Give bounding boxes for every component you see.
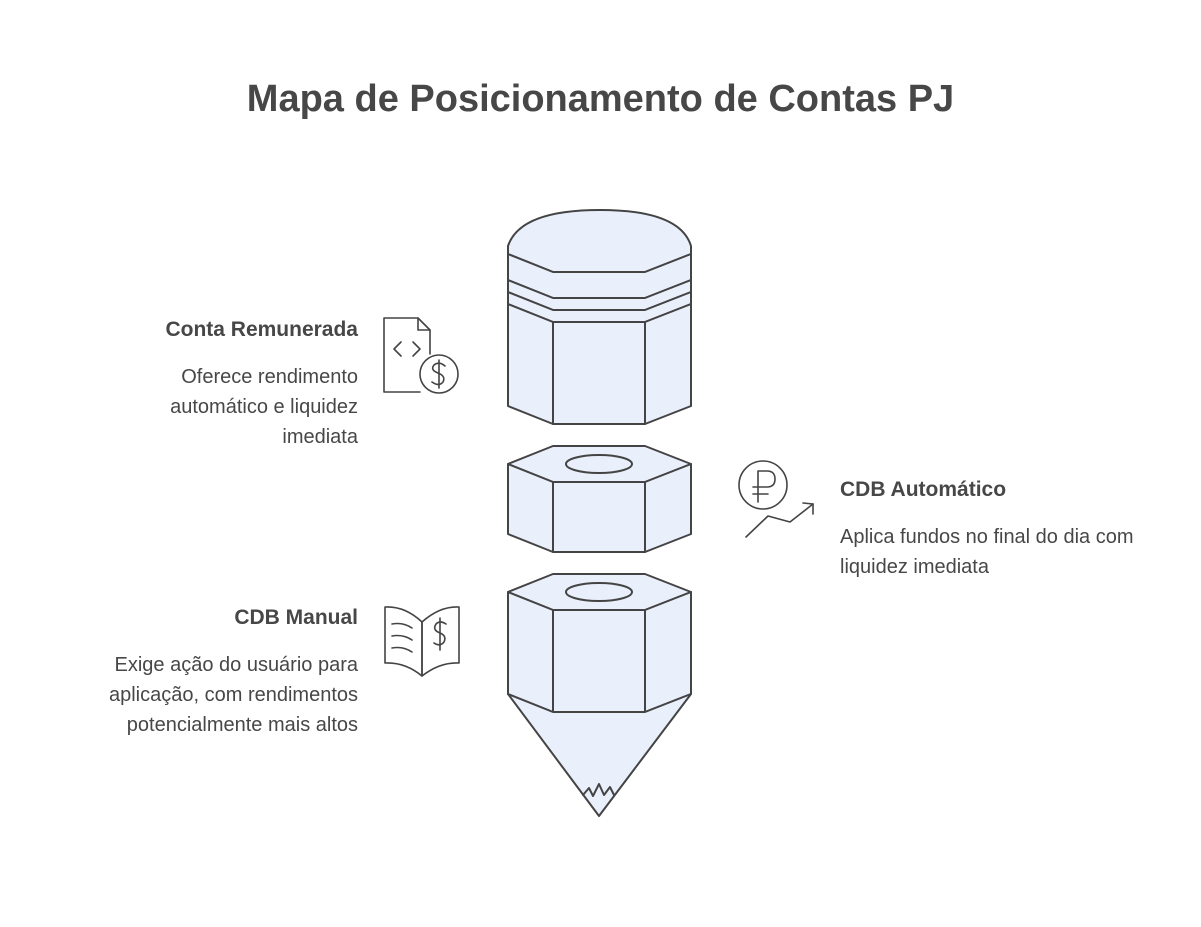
label-description: Oferece rendimento automático e liquidez… xyxy=(170,366,358,448)
label-title: Conta Remunerada xyxy=(165,318,358,341)
label-title: CDB Manual xyxy=(234,606,358,629)
pencil-middle-segment xyxy=(507,445,692,553)
pencil-bottom-segment xyxy=(507,573,692,817)
label-conta-remunerada: Conta Remunerada Oferece rendimento auto… xyxy=(40,318,358,452)
pencil-top-segment xyxy=(507,209,692,425)
label-description: Exige ação do usuário para aplicação, co… xyxy=(108,654,358,736)
label-cdb-automatico: CDB Automático Aplica fundos no final do… xyxy=(840,478,1170,582)
page-title: Mapa de Posicionamento de Contas PJ xyxy=(246,78,955,120)
document-dollar-icon xyxy=(383,317,459,394)
open-book-dollar-icon xyxy=(384,606,460,677)
label-description: Aplica fundos no final do dia com liquid… xyxy=(840,526,1134,578)
label-title: CDB Automático xyxy=(840,478,1007,501)
ruble-growth-icon xyxy=(738,460,814,538)
label-cdb-manual: CDB Manual Exige ação do usuário para ap… xyxy=(30,606,358,740)
